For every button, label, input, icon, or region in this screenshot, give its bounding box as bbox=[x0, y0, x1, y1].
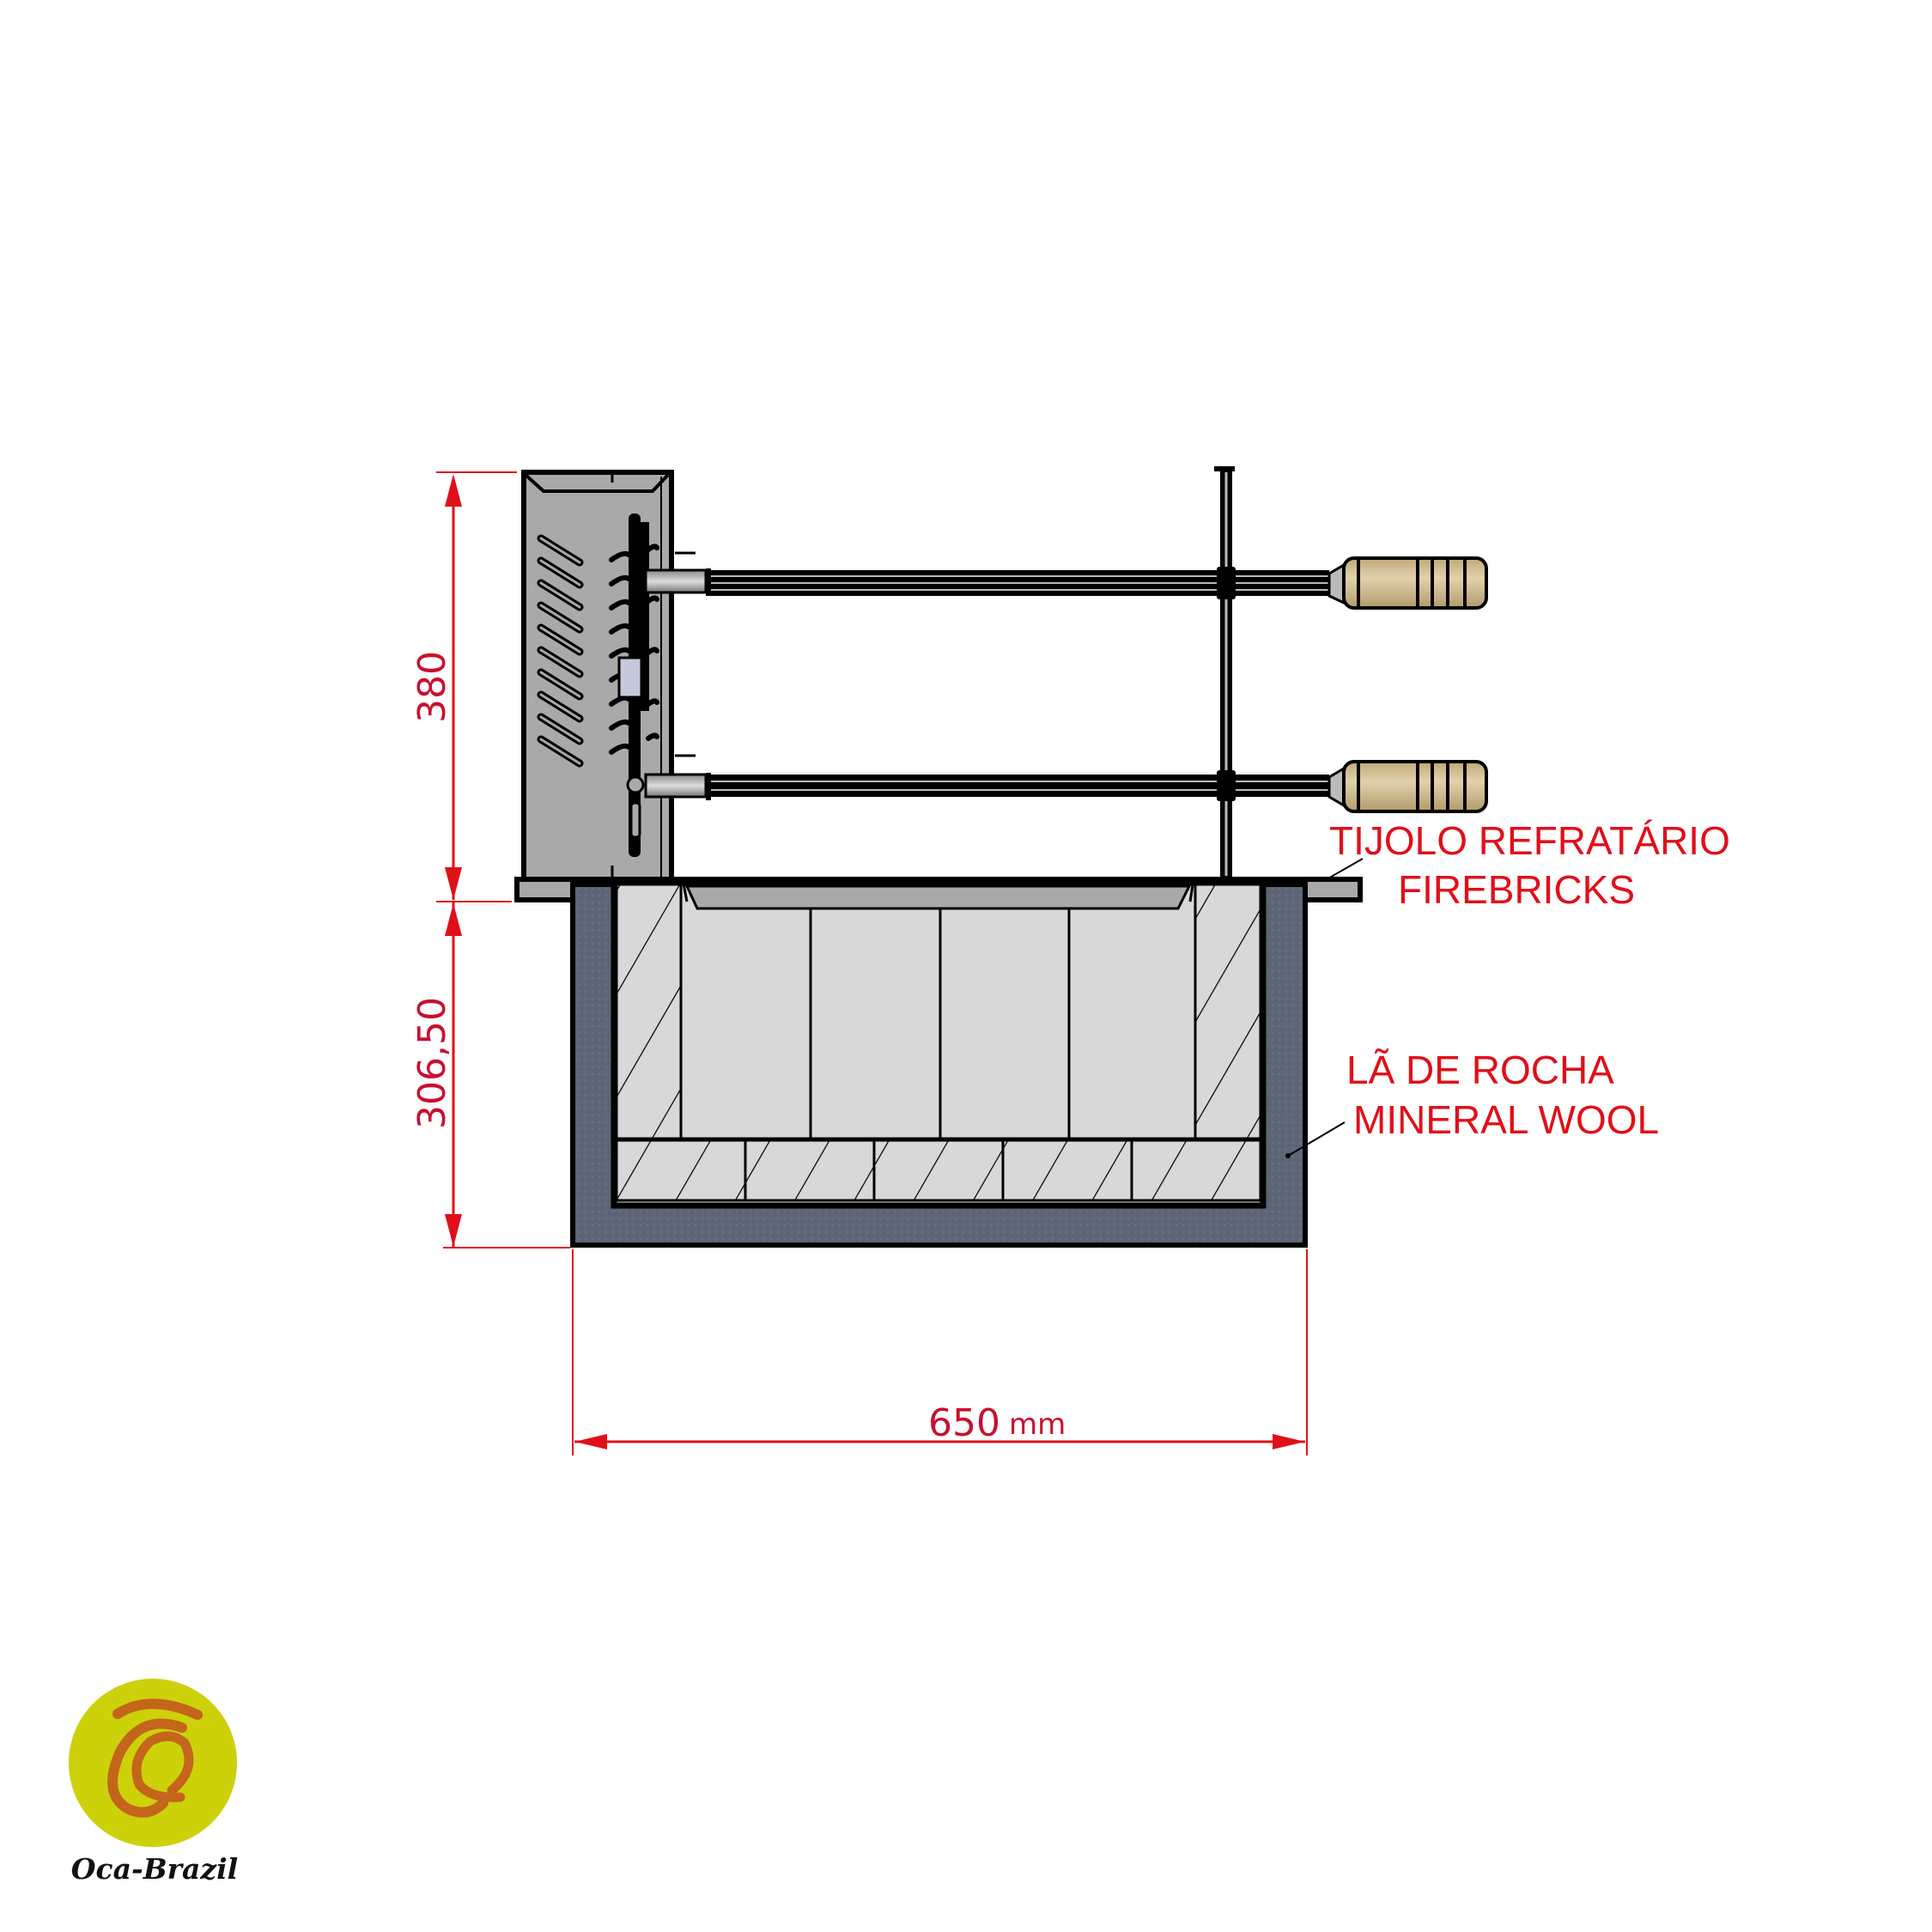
label-mineral-wool-pt: LÃ DE ROCHA bbox=[1346, 1048, 1614, 1092]
firebrick-columns bbox=[679, 883, 1197, 1140]
label-mineral-wool-en: MINERAL WOOL bbox=[1353, 1097, 1659, 1142]
leader-mineral-wool bbox=[1287, 1121, 1346, 1157]
motor-housing bbox=[521, 470, 696, 882]
dimension-width: 650 mm bbox=[572, 1249, 1308, 1455]
skewer-handle-upper[interactable] bbox=[1342, 556, 1488, 610]
side-firebrick-right bbox=[1194, 883, 1262, 1140]
skewer-upper[interactable] bbox=[644, 556, 1488, 610]
side-firebrick-left bbox=[615, 883, 683, 1140]
label-mineral-wool: LÃ DE ROCHA MINERAL WOOL bbox=[1346, 1048, 1659, 1142]
motor-block bbox=[617, 656, 643, 699]
brand-name: Oca-Brazil bbox=[71, 1852, 238, 1886]
firebrick-floor bbox=[615, 1139, 1262, 1202]
dimension-height-lower: 306,50 bbox=[410, 901, 570, 1249]
dimension-306-50-label: 306,50 bbox=[410, 997, 454, 1129]
skewer-support-rack bbox=[1214, 466, 1236, 880]
skewer-handle-lower[interactable] bbox=[1342, 760, 1488, 813]
charcoal-tray bbox=[684, 884, 1192, 910]
circumflex-icon bbox=[112, 1698, 203, 1720]
dimension-unit-label: mm bbox=[1009, 1407, 1066, 1442]
firebrick-lining bbox=[611, 878, 1267, 1209]
leader-firebricks bbox=[1326, 858, 1364, 880]
dimension-height-upper: 380 bbox=[410, 471, 517, 900]
label-firebricks-pt: TIJOLO REFRATÁRIO bbox=[1329, 818, 1730, 863]
skewer-lower[interactable] bbox=[626, 760, 1488, 813]
label-firebricks: TIJOLO REFRATÁRIO FIREBRICKS bbox=[1329, 818, 1730, 912]
label-firebricks-en: FIREBRICKS bbox=[1398, 867, 1635, 912]
logo-glyph-outer bbox=[107, 1718, 187, 1818]
logo-glyph-inner bbox=[131, 1731, 194, 1802]
dimension-380-label: 380 bbox=[410, 651, 454, 723]
drive-chain bbox=[609, 513, 696, 857]
brand-logo: Oca-Brazil bbox=[69, 1679, 238, 1886]
dimension-650-label: 650 bbox=[928, 1401, 1000, 1445]
